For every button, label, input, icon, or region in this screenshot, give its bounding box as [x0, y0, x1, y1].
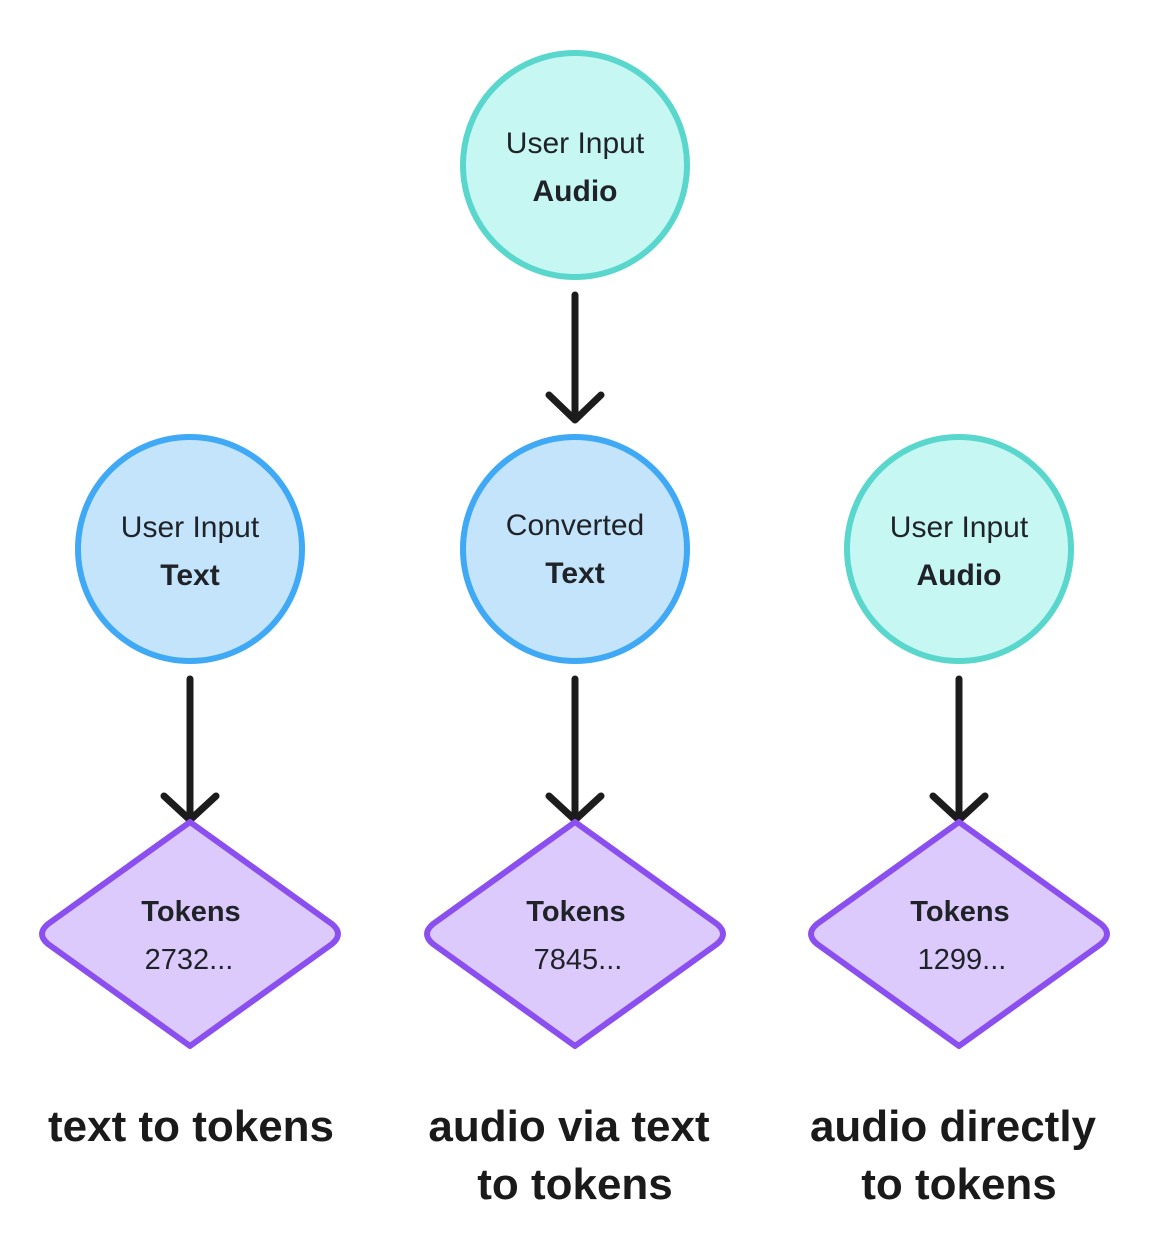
tokens-diamond-text — [39, 819, 341, 1049]
arrow-converted-to-tokens — [545, 675, 605, 824]
tokens-title: Tokens — [141, 896, 240, 928]
caption-text-to-tokens: text to tokens — [48, 1102, 334, 1151]
caption-audio-directly-line2: to tokens — [861, 1160, 1057, 1209]
text-input-type: Text — [160, 559, 219, 592]
tokens-node-text: Tokens 2732... — [39, 819, 341, 1049]
tokens-value: 1299... — [918, 944, 1007, 976]
converted-text-type: Text — [545, 557, 604, 590]
audio-input-node: User Input Audio — [844, 434, 1074, 664]
converted-text-circle — [460, 434, 690, 664]
tokens-diamond-audio — [808, 819, 1110, 1049]
audio-input-circle — [844, 434, 1074, 664]
tokens-node-converted: Tokens 7845... — [424, 819, 726, 1049]
caption-audio-via-text-line2: to tokens — [477, 1160, 673, 1209]
audio-source-type: Audio — [533, 175, 618, 208]
text-input-label: User Input — [121, 511, 260, 544]
tokens-title: Tokens — [910, 896, 1009, 928]
tokens-title: Tokens — [526, 896, 625, 928]
converted-text-label: Converted — [506, 509, 644, 542]
audio-input-label: User Input — [890, 511, 1029, 544]
audio-source-node: User Input Audio — [460, 50, 690, 280]
caption-audio-directly-line1: audio directly — [810, 1102, 1097, 1151]
text-input-node: User Input Text — [75, 434, 305, 664]
tokens-value: 2732... — [145, 944, 234, 976]
audio-input-type: Audio — [917, 559, 1002, 592]
audio-source-circle — [460, 50, 690, 280]
converted-text-node: Converted Text — [460, 434, 690, 664]
arrow-audio-to-tokens — [929, 675, 989, 824]
audio-source-label: User Input — [506, 127, 645, 160]
text-input-circle — [75, 434, 305, 664]
arrow-text-to-tokens — [160, 675, 220, 824]
caption-audio-via-text-line1: audio via text — [428, 1102, 710, 1151]
arrow-audio-to-converted — [545, 291, 605, 424]
tokens-node-audio: Tokens 1299... — [808, 819, 1110, 1049]
tokens-value: 7845... — [534, 944, 623, 976]
tokens-diamond-converted — [424, 819, 726, 1049]
